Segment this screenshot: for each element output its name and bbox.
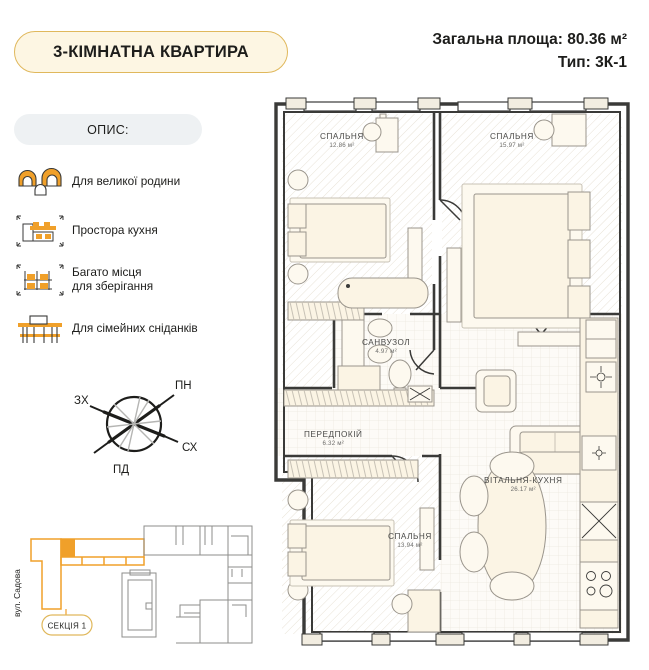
highlighted-section — [30, 538, 145, 610]
site-map: вул. Садова — [4, 505, 280, 665]
street-label: вул. Садова — [12, 569, 22, 617]
description-pill: ОПИС: — [14, 114, 202, 145]
feature-label: Для сімейних сніданків — [72, 321, 198, 336]
living-kitchen-furniture — [459, 317, 619, 629]
building-outline — [121, 525, 253, 644]
feature-label: Для великої родини — [72, 174, 181, 189]
feature-item-kitchen: Простора кухня — [12, 211, 252, 251]
section-badge-label: СЕКЦІЯ 1 — [48, 622, 87, 631]
kitchen-icon — [12, 212, 68, 250]
compass-north-label: ПН — [175, 380, 192, 392]
apartment-title-pill: 3-КІМНАТНА КВАРТИРА — [14, 31, 288, 73]
highlighted-unit — [61, 539, 75, 557]
floorplan-svg — [274, 97, 630, 646]
feature-item-dining: Для сімейних сніданків — [12, 309, 252, 349]
compass-rose: ПН СХ ПД ЗХ — [74, 362, 224, 487]
windows — [285, 97, 609, 646]
feature-label: Простора кухня — [72, 223, 158, 238]
feature-list: Для великої родини — [12, 162, 252, 358]
compass-east-label: СХ — [182, 442, 198, 454]
family-icon — [12, 163, 68, 201]
compass-west-label: ЗХ — [74, 395, 89, 407]
compass-south-label: ПД — [113, 464, 129, 476]
apartment-floorplan: СПАЛЬНЯ 12.86 м² СПАЛЬНЯ 15.97 м² САНВУЗ… — [262, 88, 649, 648]
total-area-text: Загальна площа: 80.36 м² — [432, 31, 627, 48]
section-badge — [41, 614, 93, 636]
bathroom-furniture — [337, 277, 429, 395]
feature-item-storage: Багато місця для зберігання — [12, 260, 252, 300]
bedroom2-furniture — [446, 113, 591, 329]
storage-icon — [12, 261, 68, 299]
bedroom3-furniture — [287, 459, 441, 633]
exterior-walls-inner — [283, 111, 621, 633]
hallway-furniture — [283, 385, 435, 407]
description-label: ОПИС: — [87, 122, 129, 137]
page-title: 3-КІМНАТНА КВАРТИРА — [53, 42, 249, 61]
feature-item-family: Для великої родини — [12, 162, 252, 202]
feature-label: Багато місця для зберігання — [72, 265, 154, 293]
dining-table-icon — [12, 310, 68, 348]
header-summary: Загальна площа: 80.36 м² Тип: 3К-1 — [432, 28, 627, 75]
apartment-type-text: Тип: 3К-1 — [557, 54, 627, 72]
